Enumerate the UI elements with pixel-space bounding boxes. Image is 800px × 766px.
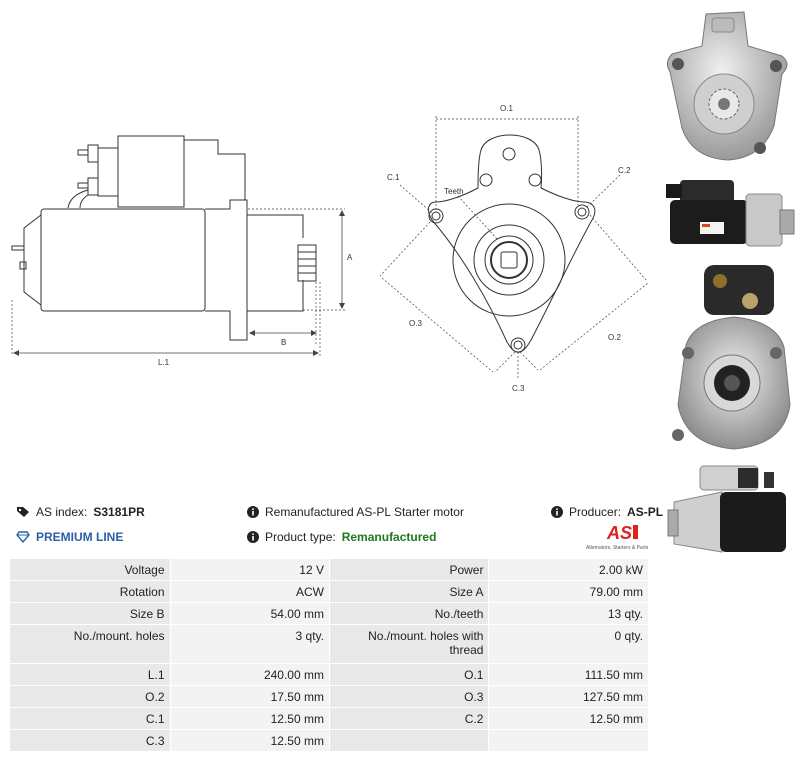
as-index-label: AS index: [36, 505, 88, 519]
product-type-label: Product type: [265, 530, 336, 544]
product-photo-side [666, 180, 795, 247]
spec-label: No./teeth [329, 603, 489, 624]
product-description: Remanufactured AS-PL Starter motor [247, 505, 464, 519]
as-pl-logo: AS Alternators, Starters & Parts [586, 523, 649, 551]
spec-value: 0 qty. [489, 625, 648, 663]
dim-label-o1: O.1 [500, 104, 513, 113]
dim-label-c2: C.2 [618, 166, 631, 175]
spec-value: 13 qty. [489, 603, 648, 624]
table-row: No./mount. holes 3 qty. No./mount. holes… [10, 625, 648, 663]
spec-label: Voltage [10, 559, 170, 580]
logo-text: AS [606, 523, 632, 543]
table-row: O.2 17.50 mm O.3 127.50 mm [10, 686, 648, 707]
product-photo-rear [672, 265, 791, 450]
table-row: Rotation ACW Size A 79.00 mm [10, 581, 648, 602]
spec-label: L.1 [10, 664, 170, 685]
dim-label-teeth: Teeth [444, 187, 464, 196]
dim-label-b: B [281, 338, 286, 347]
table-row: Voltage 12 V Power 2.00 kW [10, 559, 648, 580]
premium-line: PREMIUM LINE [16, 530, 123, 544]
spec-label: Rotation [10, 581, 170, 602]
spec-label: O.2 [10, 686, 170, 707]
mount-hole-c3 [510, 337, 526, 353]
spec-label: C.2 [329, 708, 489, 729]
spec-value: 240.00 mm [170, 664, 329, 685]
pinion [297, 244, 317, 282]
dim-label-o3: O.3 [409, 319, 422, 328]
spec-label: O.1 [329, 664, 489, 685]
logo-caption: Alternators, Starters & Parts [586, 545, 649, 551]
as-index: AS index: S3181PR [16, 505, 145, 519]
producer-value: AS-PL [627, 505, 664, 519]
rear-cap [23, 214, 42, 306]
product-photo-front [666, 11, 788, 161]
producer: Producer: AS-PL [551, 505, 663, 519]
spec-value: 54.00 mm [170, 603, 329, 624]
product-type-value: Remanufactured [341, 530, 437, 544]
info-icon [247, 531, 259, 543]
spec-table: Voltage 12 V Power 2.00 kW Rotation ACW … [9, 558, 649, 752]
as-index-value: S3181PR [93, 505, 145, 519]
spec-label: Power [329, 559, 489, 580]
spec-label: C.3 [10, 730, 170, 751]
spec-label: No./mount. holes with thread [329, 625, 489, 663]
description-text: Remanufactured AS-PL Starter motor [265, 505, 464, 519]
spec-value: 17.50 mm [170, 686, 329, 707]
spec-value: 111.50 mm [489, 664, 648, 685]
technical-drawing: A B L.1 O.1 O.2 O.3 C.1 C.2 [11, 104, 649, 393]
table-row: C.3 12.50 mm [10, 730, 648, 751]
product-type: Product type: Remanufactured [247, 530, 436, 544]
info-icon [247, 506, 259, 518]
table-row: C.1 12.50 mm C.2 12.50 mm [10, 708, 648, 729]
mount-hole-c1 [428, 208, 444, 224]
diamond-icon [16, 531, 30, 543]
table-row: L.1 240.00 mm O.1 111.50 mm [10, 664, 648, 685]
spec-value: 12 V [170, 559, 329, 580]
spec-label: Size B [10, 603, 170, 624]
spec-value: 2.00 kW [489, 559, 648, 580]
drive-housing [205, 199, 248, 341]
spec-value: ACW [170, 581, 329, 602]
dim-label-o2: O.2 [608, 333, 621, 342]
spec-value: 12.50 mm [170, 730, 329, 751]
tags-icon [17, 507, 29, 517]
spec-value [489, 730, 648, 751]
solenoid [117, 135, 185, 208]
product-photo-side-2 [667, 465, 786, 553]
dim-label-l1: L.1 [158, 358, 170, 367]
motor-body [40, 208, 206, 312]
spec-value: 12.50 mm [489, 708, 648, 729]
spec-value: 3 qty. [170, 625, 329, 663]
spec-label [329, 730, 489, 751]
info-icon [551, 506, 563, 518]
spec-label: C.1 [10, 708, 170, 729]
spec-value: 79.00 mm [489, 581, 648, 602]
dim-label-c1: C.1 [387, 173, 400, 182]
dim-label-c3: C.3 [512, 384, 525, 393]
mount-hole-c2 [574, 204, 590, 220]
front-flange [428, 134, 596, 353]
dim-label-a: A [347, 253, 353, 262]
front-housing [452, 203, 566, 317]
table-row: Size B 54.00 mm No./teeth 13 qty. [10, 603, 648, 624]
spec-value: 127.50 mm [489, 686, 648, 707]
spec-label: No./mount. holes [10, 625, 170, 663]
producer-label: Producer: [569, 505, 622, 519]
premium-line-label: PREMIUM LINE [36, 530, 124, 544]
spec-label: Size A [329, 581, 489, 602]
spec-value: 12.50 mm [170, 708, 329, 729]
spec-label: O.3 [329, 686, 489, 707]
